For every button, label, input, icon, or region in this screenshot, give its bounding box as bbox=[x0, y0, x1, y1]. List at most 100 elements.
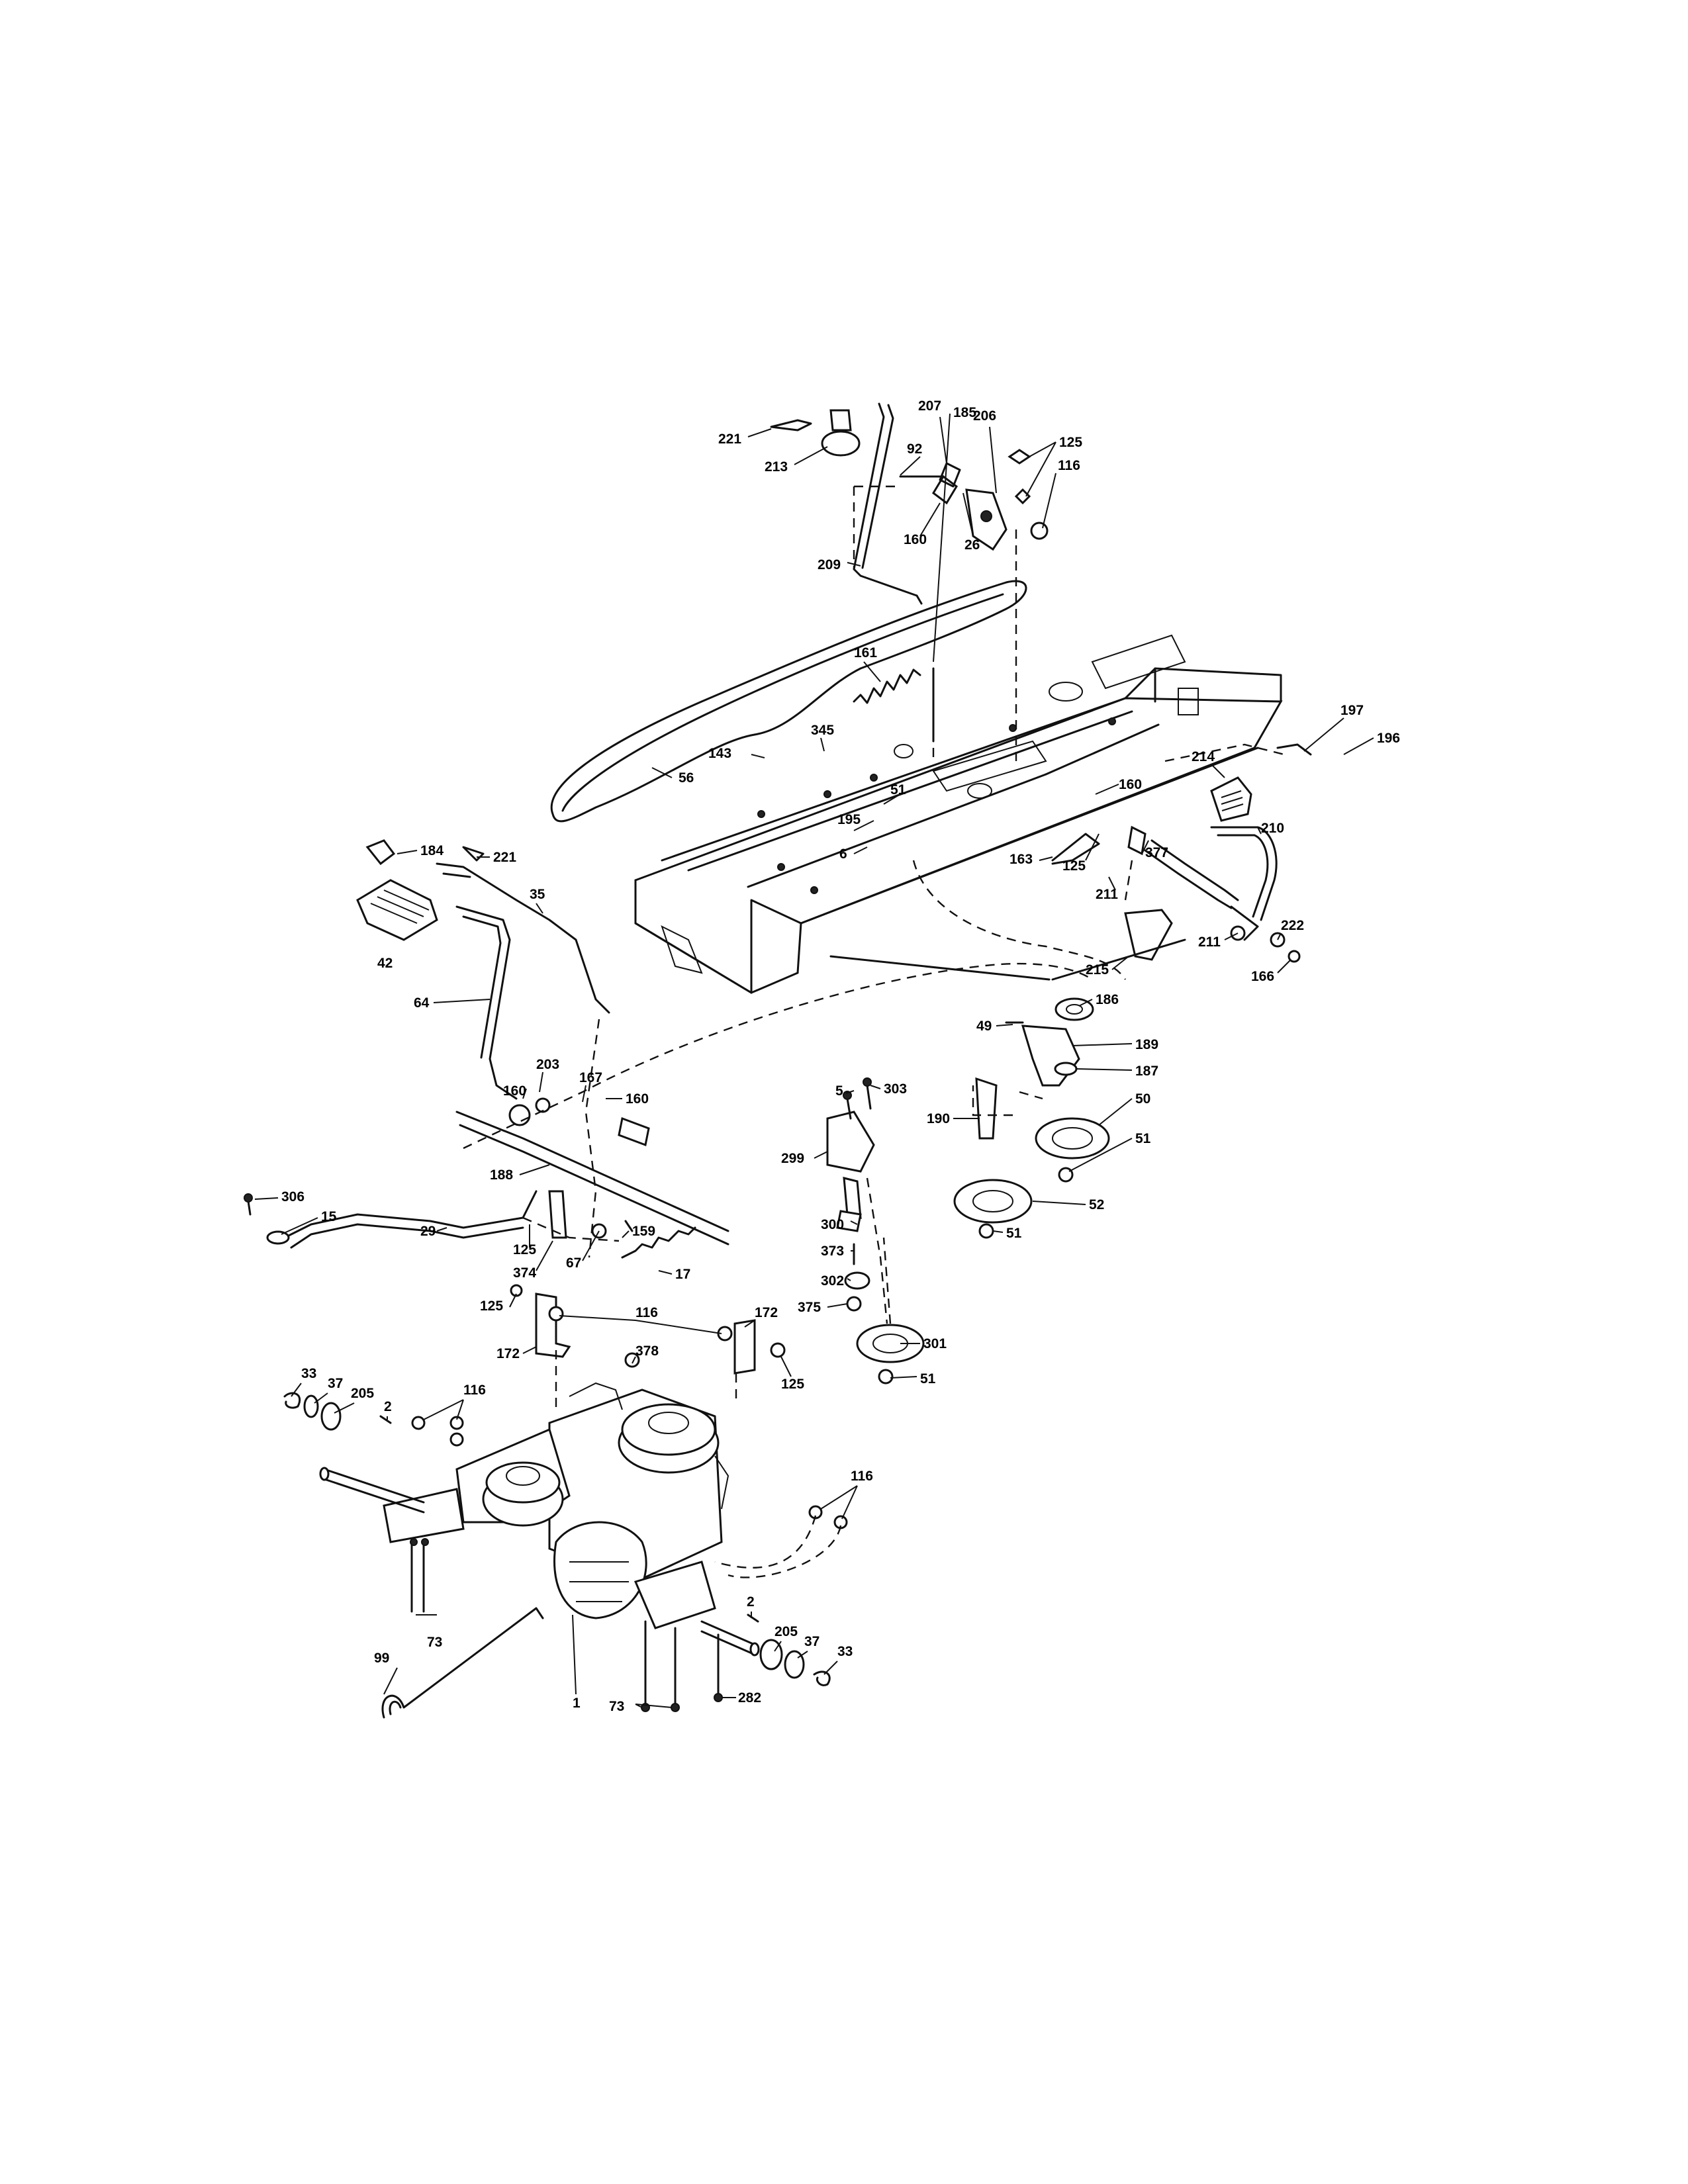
callout-2a: 2 bbox=[384, 1399, 392, 1414]
callout-160d: 160 bbox=[503, 1083, 526, 1099]
callout-49: 49 bbox=[976, 1019, 992, 1034]
callout-302: 302 bbox=[821, 1273, 844, 1289]
bracket-172a bbox=[535, 1293, 571, 1358]
callout-209: 209 bbox=[818, 557, 841, 572]
callout-205a: 205 bbox=[351, 1386, 374, 1401]
callout-221b: 221 bbox=[493, 850, 516, 865]
callout-labels: 221 213 207 206 125 92 116 160 26 209 18… bbox=[281, 398, 1400, 1714]
callout-190: 190 bbox=[927, 1111, 950, 1126]
pulley-52 bbox=[953, 1179, 1033, 1224]
callout-373: 373 bbox=[821, 1244, 844, 1259]
callout-73b: 73 bbox=[609, 1699, 624, 1714]
spacer-187 bbox=[1054, 1062, 1078, 1076]
callout-leaders bbox=[254, 413, 1374, 1708]
callout-189: 189 bbox=[1135, 1037, 1158, 1052]
callout-160b: 160 bbox=[1119, 777, 1142, 792]
callout-15: 15 bbox=[321, 1209, 337, 1224]
callout-188: 188 bbox=[490, 1167, 513, 1183]
spring-161 bbox=[853, 668, 921, 704]
callout-99: 99 bbox=[374, 1651, 389, 1666]
callout-172b: 172 bbox=[496, 1346, 520, 1361]
callout-50: 50 bbox=[1135, 1091, 1150, 1107]
callout-29: 29 bbox=[420, 1224, 436, 1239]
callout-163: 163 bbox=[1009, 852, 1033, 867]
callout-210: 210 bbox=[1261, 821, 1284, 836]
callout-73a: 73 bbox=[427, 1635, 442, 1650]
callout-42: 42 bbox=[377, 956, 393, 971]
callout-214: 214 bbox=[1192, 749, 1215, 764]
callout-116a: 116 bbox=[1058, 458, 1080, 473]
callout-125d: 125 bbox=[480, 1298, 503, 1314]
callout-282: 282 bbox=[738, 1690, 761, 1706]
callout-52: 52 bbox=[1089, 1197, 1104, 1212]
callout-5: 5 bbox=[835, 1083, 843, 1099]
callout-56: 56 bbox=[679, 770, 694, 786]
callout-51c: 51 bbox=[1006, 1226, 1022, 1241]
callout-375: 375 bbox=[798, 1300, 821, 1315]
callout-185: 185 bbox=[953, 405, 976, 420]
callout-160a: 160 bbox=[904, 532, 927, 547]
idler-pulley-assembly bbox=[953, 997, 1110, 1239]
callout-187: 187 bbox=[1135, 1064, 1158, 1079]
callout-184: 184 bbox=[420, 843, 444, 858]
idler-arm-189 bbox=[1021, 1024, 1080, 1087]
callout-159: 159 bbox=[632, 1224, 655, 1239]
chassis-frame bbox=[634, 634, 1283, 994]
callout-2b: 2 bbox=[747, 1594, 755, 1610]
callout-186: 186 bbox=[1096, 992, 1119, 1007]
callout-203: 203 bbox=[536, 1057, 559, 1072]
bracket-190 bbox=[975, 1077, 998, 1140]
center-bracket-assembly bbox=[826, 1077, 925, 1385]
callout-301: 301 bbox=[923, 1336, 947, 1351]
callout-125e: 125 bbox=[781, 1377, 804, 1392]
shift-knob-213 bbox=[821, 430, 861, 457]
drive-belt bbox=[550, 580, 1027, 823]
callout-6: 6 bbox=[839, 846, 847, 862]
callout-64: 64 bbox=[414, 995, 430, 1011]
pulley-301 bbox=[856, 1324, 925, 1363]
callout-51d: 51 bbox=[920, 1371, 936, 1387]
brake-pedal-assembly bbox=[829, 743, 1312, 981]
brake-pedal-pad-214 bbox=[1210, 776, 1252, 822]
callout-37a: 37 bbox=[328, 1376, 343, 1391]
callout-213: 213 bbox=[765, 459, 788, 475]
callout-303: 303 bbox=[884, 1081, 907, 1097]
transmission-assembly bbox=[319, 1382, 760, 1657]
washer-15 bbox=[266, 1230, 290, 1245]
callout-167: 167 bbox=[579, 1070, 602, 1085]
fan-1 bbox=[553, 1521, 647, 1619]
callout-206: 206 bbox=[973, 408, 996, 424]
pedal-cover-215 bbox=[1124, 909, 1173, 961]
pulley-50 bbox=[1035, 1117, 1110, 1160]
callout-207: 207 bbox=[918, 398, 941, 414]
callout-125a: 125 bbox=[1059, 435, 1082, 450]
callout-215: 215 bbox=[1086, 962, 1109, 978]
callout-211b: 211 bbox=[1198, 934, 1221, 950]
callout-160c: 160 bbox=[626, 1091, 649, 1107]
callout-306: 306 bbox=[281, 1189, 305, 1205]
callout-299: 299 bbox=[781, 1151, 804, 1166]
callout-211a: 211 bbox=[1096, 887, 1118, 902]
callout-125b: 125 bbox=[1062, 858, 1086, 874]
bracket-300 bbox=[836, 1210, 862, 1232]
callout-35: 35 bbox=[530, 887, 545, 902]
callout-33b: 33 bbox=[837, 1644, 853, 1659]
callout-221a: 221 bbox=[718, 432, 741, 447]
callout-1: 1 bbox=[573, 1696, 581, 1711]
callout-51b: 51 bbox=[1135, 1131, 1151, 1146]
pulley-302 bbox=[844, 1271, 870, 1290]
bracket-172b bbox=[733, 1319, 756, 1375]
callout-17: 17 bbox=[675, 1267, 690, 1282]
callout-26: 26 bbox=[964, 537, 980, 553]
callout-300: 300 bbox=[821, 1217, 844, 1232]
callout-377: 377 bbox=[1145, 845, 1168, 860]
callout-116d: 116 bbox=[851, 1469, 873, 1484]
callout-125c: 125 bbox=[513, 1242, 536, 1257]
callout-143: 143 bbox=[708, 746, 731, 761]
callout-374: 374 bbox=[513, 1265, 536, 1281]
callout-92: 92 bbox=[907, 441, 922, 457]
pedal-pad-42 bbox=[356, 879, 438, 941]
callout-222: 222 bbox=[1281, 918, 1304, 933]
callout-116c: 116 bbox=[463, 1383, 486, 1398]
callout-197: 197 bbox=[1340, 703, 1364, 718]
